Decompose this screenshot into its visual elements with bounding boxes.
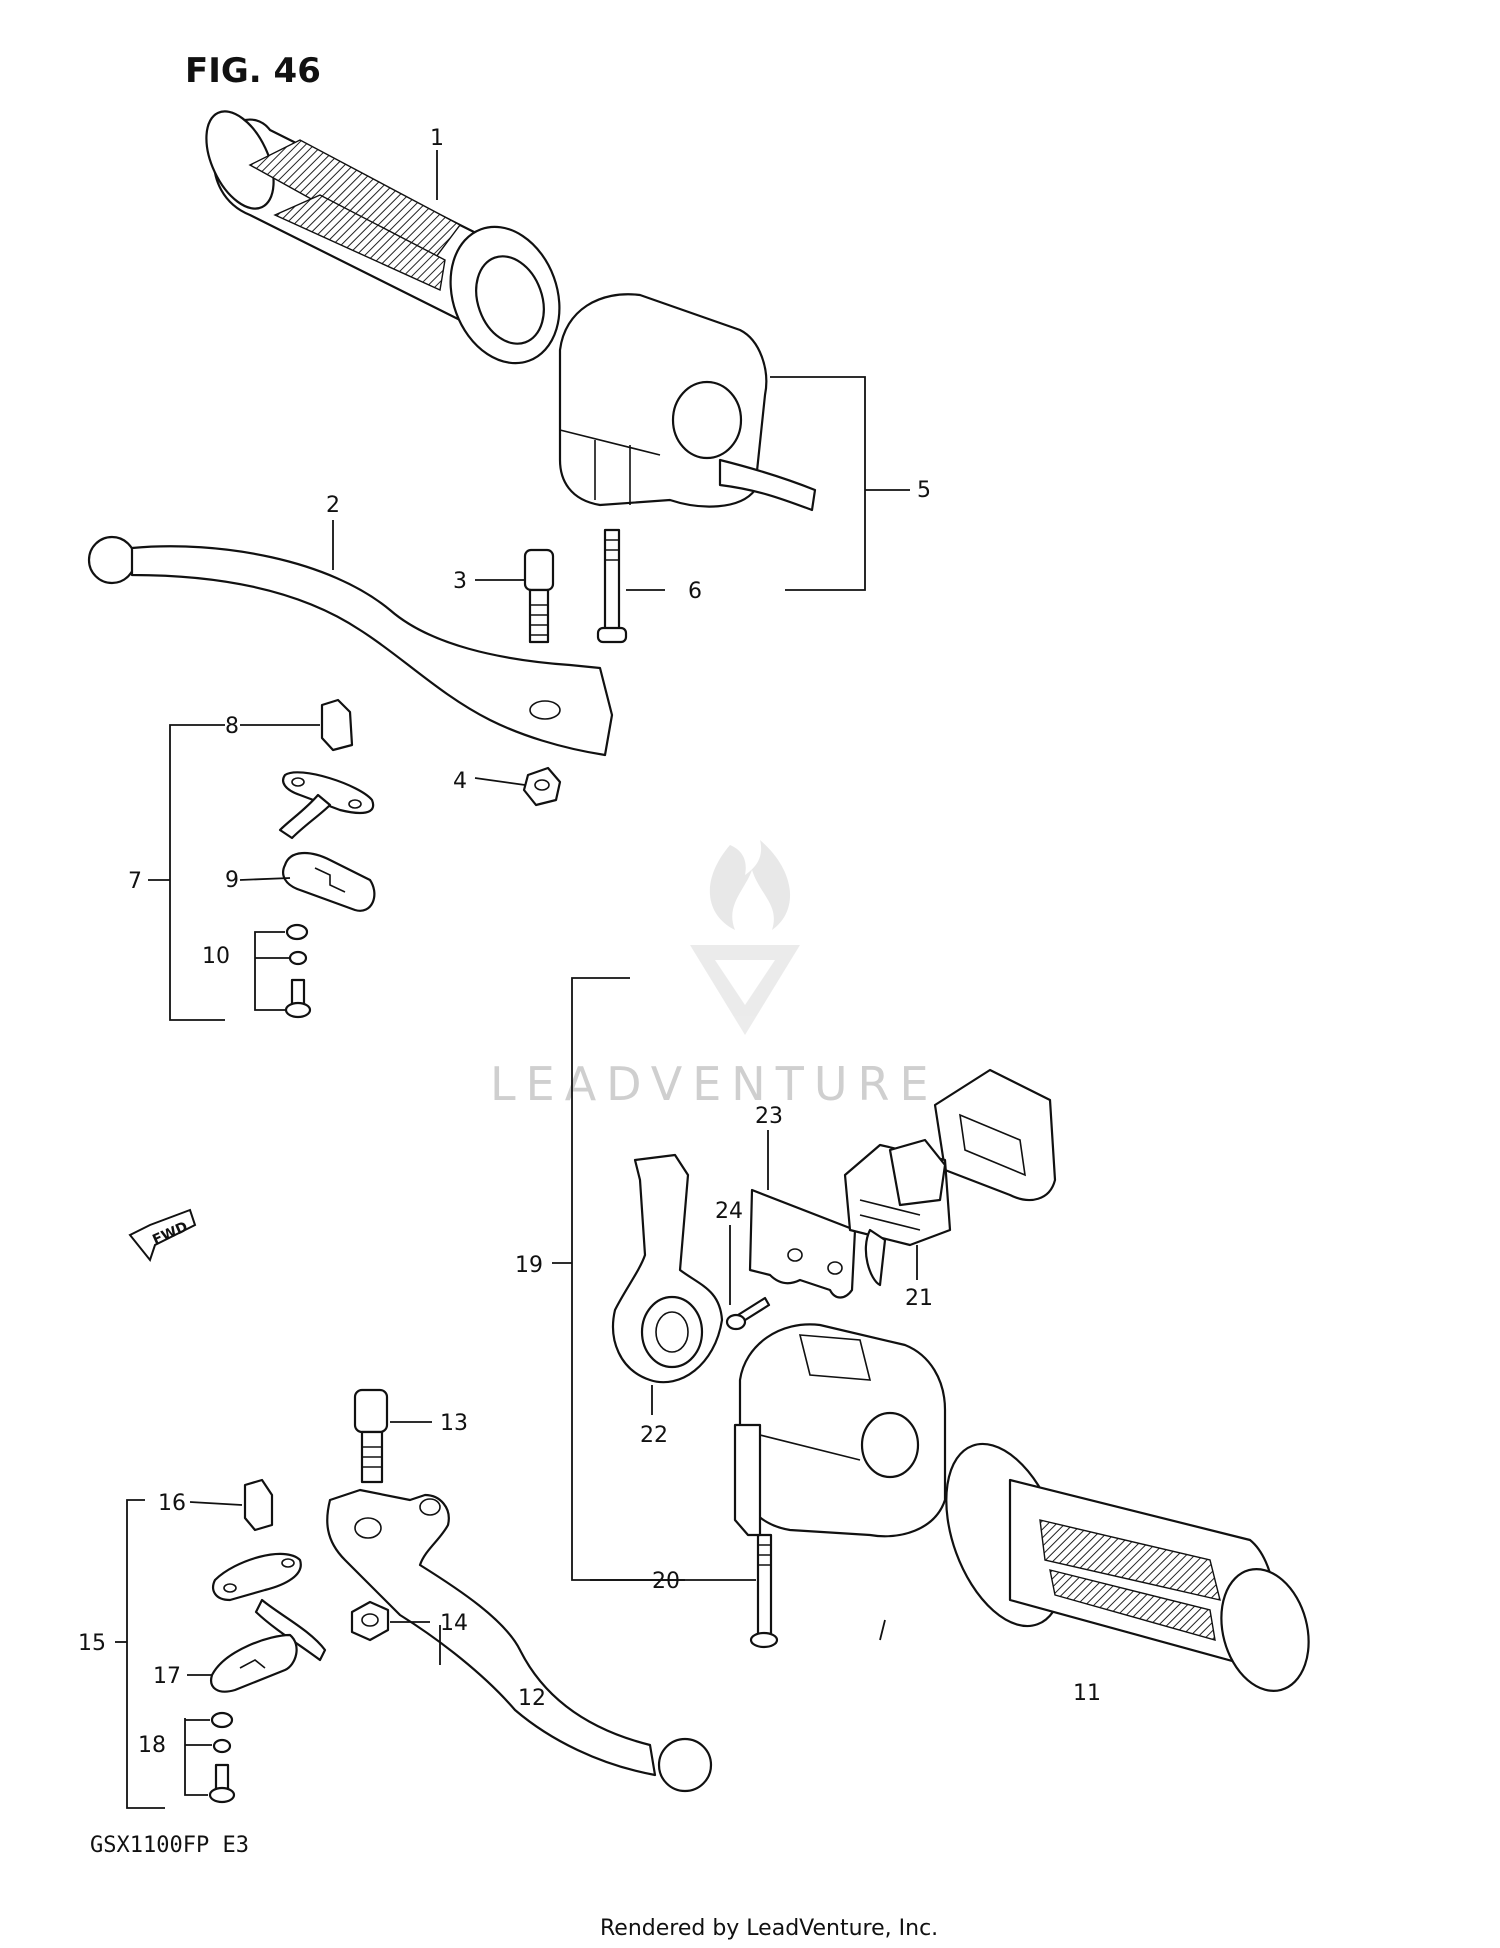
part-9-switch-holder bbox=[282, 852, 376, 912]
watermark-logo bbox=[690, 840, 800, 1035]
label-22: 22 bbox=[640, 1423, 668, 1448]
part-14-nut bbox=[350, 1600, 390, 1642]
part-2-brake-lever bbox=[87, 535, 614, 757]
label-5: 5 bbox=[917, 478, 931, 503]
part-15-switch-plate bbox=[212, 1552, 327, 1662]
footer-credit: Rendered by LeadVenture, Inc. bbox=[600, 1916, 938, 1941]
label-24: 24 bbox=[715, 1199, 743, 1224]
part-13-pivot-bolt bbox=[353, 1388, 389, 1484]
label-9: 9 bbox=[225, 868, 239, 893]
label-8: 8 bbox=[225, 714, 239, 739]
label-4: 4 bbox=[453, 769, 467, 794]
part-8-switch-plunger bbox=[320, 698, 354, 752]
part-5-switch-housing bbox=[558, 293, 817, 512]
label-12: 12 bbox=[518, 1686, 546, 1711]
label-16: 16 bbox=[158, 1491, 186, 1516]
label-7: 7 bbox=[128, 869, 142, 894]
watermark-text: LEADVENTURE bbox=[490, 1057, 939, 1111]
part-7-switch-plate bbox=[278, 771, 375, 840]
part-4-nut bbox=[522, 766, 562, 807]
part-18-screws bbox=[208, 1711, 236, 1804]
label-21: 21 bbox=[905, 1286, 933, 1311]
label-15: 15 bbox=[78, 1631, 106, 1656]
leader-lines bbox=[187, 150, 918, 1676]
part-6-screw bbox=[596, 528, 628, 644]
bracket-5 bbox=[770, 376, 866, 591]
label-3: 3 bbox=[453, 569, 467, 594]
part-20-screw bbox=[749, 1533, 779, 1649]
label-20: 20 bbox=[652, 1569, 680, 1594]
label-2: 2 bbox=[326, 493, 340, 518]
part-3-pivot-bolt bbox=[523, 548, 555, 644]
label-10: 10 bbox=[202, 944, 230, 969]
part-17-switch-holder bbox=[210, 1633, 298, 1693]
part-22-switch-cam bbox=[611, 1153, 724, 1384]
part-1-grip bbox=[205, 110, 561, 365]
part-23-switch-cover bbox=[748, 1188, 857, 1299]
label-6: 6 bbox=[688, 579, 702, 604]
part-21-switch-unit bbox=[843, 1068, 1057, 1287]
part-24-screw bbox=[725, 1296, 771, 1331]
fwd-arrow-icon: FWD bbox=[128, 1208, 197, 1263]
label-14: 14 bbox=[440, 1611, 468, 1636]
label-19: 19 bbox=[515, 1253, 543, 1278]
part-10-screws bbox=[284, 923, 312, 1019]
part-labels: 1 2 3 4 5 6 7 8 9 10 11 12 13 14 15 16 1… bbox=[78, 126, 1101, 1758]
bracket-15 bbox=[126, 1499, 165, 1809]
label-1: 1 bbox=[430, 126, 444, 151]
part-11-grip bbox=[945, 1442, 1310, 1692]
model-code: GSX1100FP E3 bbox=[90, 1833, 249, 1858]
part-16-switch-plunger bbox=[243, 1478, 274, 1532]
bracket-7 bbox=[169, 724, 225, 1021]
part-12-clutch-lever bbox=[326, 1488, 713, 1793]
label-23: 23 bbox=[755, 1104, 783, 1129]
label-11: 11 bbox=[1073, 1681, 1101, 1706]
figure-title: FIG. 46 bbox=[185, 51, 321, 91]
label-13: 13 bbox=[440, 1411, 468, 1436]
label-18: 18 bbox=[138, 1733, 166, 1758]
label-17: 17 bbox=[153, 1664, 181, 1689]
lower-switch-housing bbox=[733, 1323, 947, 1538]
